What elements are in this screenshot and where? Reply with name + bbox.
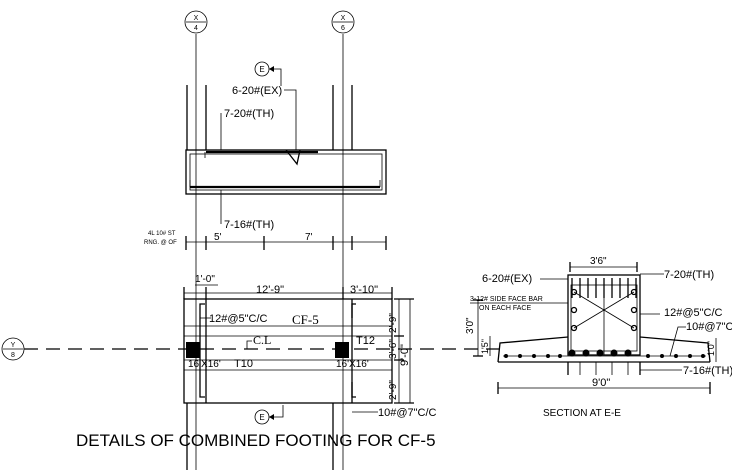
plan-view: 1'-0" 12'-9" 3'-10" 12#@5"C/C CF-5 C.L T… <box>183 274 437 470</box>
column-left <box>186 342 200 358</box>
elev-small-note-2: RNG. @ OF <box>144 240 177 246</box>
sec-bottom-bars <box>504 349 705 358</box>
grid-bubble-x6 <box>331 10 355 34</box>
grid-x6-bottom: 6 <box>341 25 345 32</box>
elev-bar-mid-label: 7-20#(TH) <box>224 108 274 120</box>
plan-dim-v2: 3'-6" <box>388 339 399 359</box>
grid-bubble-x4 <box>184 10 208 34</box>
grid-y8-top: Y <box>11 342 16 349</box>
elev-bar-bottom-label: 7-16#(TH) <box>224 219 274 231</box>
sec-dim-top: 3'6" <box>590 256 607 267</box>
sec-dim-slab-right: 1'0" <box>706 341 716 356</box>
grid-x6-top: X <box>341 15 346 22</box>
plan-dim-overhang: 1'-0" <box>195 274 215 285</box>
plan-dim-v3: 2'-9" <box>388 380 399 400</box>
elevation-view: E 6-20#(EX) 7-20#(TH) 7-16#(TH) 4L 10# S… <box>144 61 387 250</box>
plan-dim-right: 3'-10" <box>350 284 378 296</box>
elev-bar-top-label: 6-20#(EX) <box>232 85 282 97</box>
sec-top-bars <box>571 278 637 298</box>
plan-dim-v1: 2'-9" <box>388 313 399 333</box>
sec-bottom-bar-label: 10#@7"C <box>686 321 732 333</box>
plan-col-left-size: 16'X16' <box>188 359 221 370</box>
sec-bar-ex-label: 6-20#(EX) <box>482 273 532 285</box>
plan-dim-span: 12'-9" <box>256 284 284 296</box>
plan-bar-top-label: 12#@5"C/C <box>209 313 268 325</box>
sec-dim-slab-left: 1'5" <box>480 339 490 354</box>
section-mark-e-bottom-label: E <box>259 413 264 422</box>
grid-y8: Y 8 <box>1 337 500 361</box>
section-caption: SECTION AT E-E <box>543 408 621 419</box>
grid-x4: X 4 <box>184 10 208 470</box>
plan-dim-v-total: 9'-0" <box>399 344 411 366</box>
section-ee: 3'6" <box>465 256 732 419</box>
plan-footing-label: CF-5 <box>292 312 319 327</box>
elev-dim-left: 5' <box>214 232 222 243</box>
sec-dim-depth: 3'0" <box>465 317 476 334</box>
grid-x4-top: X <box>194 15 199 22</box>
elev-small-note-1: 4L 10# ST <box>148 231 176 237</box>
sec-bar-th-label: 7-20#(TH) <box>664 269 714 281</box>
grid-x6: X 6 <box>331 10 355 470</box>
drawing-title: DETAILS OF COMBINED FOOTING FOR CF-5 <box>76 431 436 450</box>
grid-y8-bottom: 8 <box>11 352 15 359</box>
sec-side-note-2: ON EACH FACE <box>479 305 531 312</box>
plan-tag-t12: T12 <box>356 335 375 347</box>
section-mark-e-top-label: E <box>259 65 264 74</box>
plan-tag-t10: T10 <box>234 358 253 370</box>
plan-centerline: C.L <box>253 333 271 347</box>
plan-col-right-size: 16'X16' <box>336 359 369 370</box>
sec-side-note-1: 3-12# SIDE FACE BAR <box>470 296 543 303</box>
grid-x4-bottom: 4 <box>194 25 198 32</box>
sec-bottom-main-label: 7-16#(TH) <box>683 365 732 377</box>
elev-dim-right: 7' <box>305 232 313 243</box>
sec-dim-base: 9'0" <box>592 377 610 389</box>
sec-stirrup-label: 12#@5"C/C <box>664 307 723 319</box>
plan-bar-bottom-label: 10#@7"C/C <box>378 407 437 419</box>
column-right <box>335 342 349 358</box>
